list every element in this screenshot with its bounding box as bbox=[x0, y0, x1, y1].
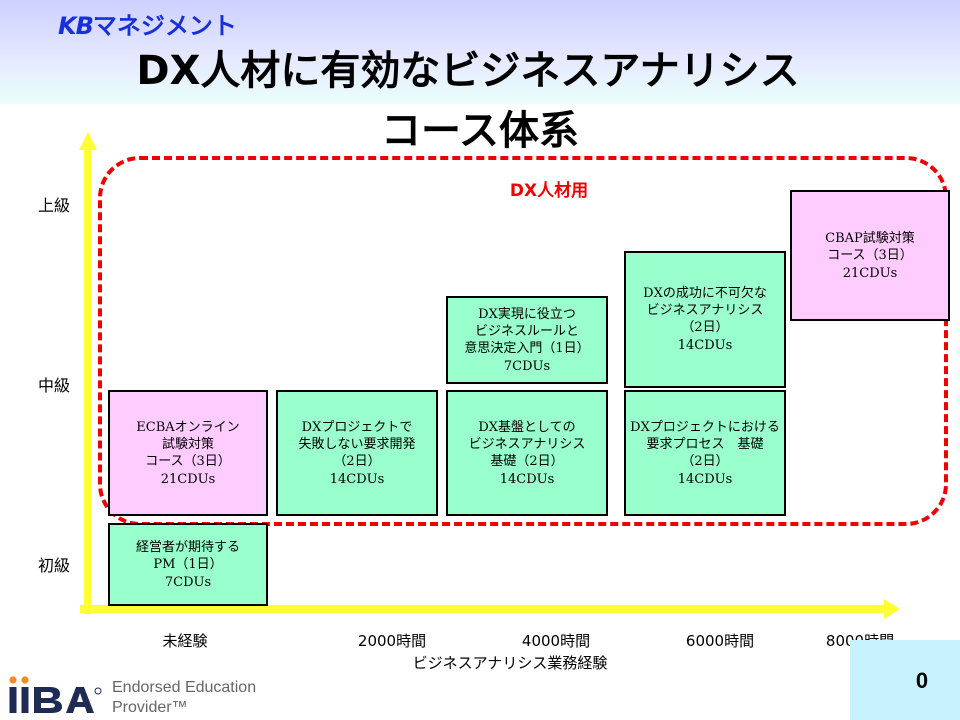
x-tick-label: 6000時間 bbox=[685, 632, 755, 650]
x-tick-label: 2000時間 bbox=[357, 632, 427, 650]
course-cdu: 7CDUs bbox=[164, 574, 212, 590]
course-line: DXプロジェクトで bbox=[301, 419, 413, 435]
course-ecba-exam-prep: ECBAオンライン 試験対策 コース（3日） 21CDUs bbox=[108, 390, 268, 516]
course-executive-pm: 経営者が期待する PM（1日） 7CDUs bbox=[108, 523, 268, 606]
course-dx-requirements-dev: DXプロジェクトで 失敗しない要求開発 （2日） 14CDUs bbox=[276, 390, 438, 516]
course-dx-ba-basics: DX基盤としての ビジネスアナリシス 基礎（2日） 14CDUs bbox=[446, 390, 608, 516]
course-line: （2日） bbox=[681, 320, 729, 335]
brand-logo: KBマネジメント bbox=[58, 6, 237, 40]
course-line: DX基盤としての bbox=[478, 419, 576, 435]
level-label-advanced: 上級 bbox=[38, 196, 71, 215]
course-line: ビジネスアナリシス bbox=[468, 436, 586, 452]
course-line: ビジネスルールと bbox=[474, 323, 579, 339]
brand-name: マネジメント bbox=[92, 12, 237, 40]
endorsed-line2: Provider™ bbox=[112, 699, 188, 716]
course-line: コース（3日） bbox=[145, 453, 231, 469]
course-cdu: 21CDUs bbox=[160, 471, 216, 487]
x-tick-label: 未経験 bbox=[162, 632, 208, 650]
course-line: 試験対策 bbox=[161, 436, 214, 452]
course-cdu: 14CDUs bbox=[499, 471, 555, 487]
page-number-box bbox=[850, 640, 960, 720]
course-line: ECBAオンライン bbox=[136, 419, 240, 435]
level-label-intermediate: 中級 bbox=[38, 376, 71, 395]
y-axis-arrowhead bbox=[79, 132, 97, 150]
x-axis-title: ビジネスアナリシス業務経験 bbox=[412, 654, 608, 672]
iiba-logo bbox=[9, 676, 102, 713]
course-line: コース（3日） bbox=[827, 247, 913, 263]
x-axis-arrowhead bbox=[884, 599, 900, 619]
course-line: ビジネスアナリシス bbox=[646, 303, 764, 318]
course-cdu: 14CDUs bbox=[677, 338, 733, 353]
brand-kb: KB bbox=[58, 12, 94, 40]
course-line: DXの成功に不可欠な bbox=[643, 286, 767, 301]
course-cdu: 7CDUs bbox=[503, 358, 551, 374]
course-dx-essential-ba: DXの成功に不可欠な ビジネスアナリシス （2日） 14CDUs bbox=[624, 251, 786, 388]
course-line: 経営者が期待する bbox=[135, 539, 240, 555]
y-axis-arrow-shaft bbox=[84, 148, 91, 614]
page-number: 0 bbox=[915, 668, 929, 693]
course-line: （2日） bbox=[681, 453, 729, 469]
level-label-beginner: 初級 bbox=[38, 556, 71, 575]
course-dx-business-rules: DX実現に役立つ ビジネスルールと 意思決定入門（1日） 7CDUs bbox=[446, 296, 608, 384]
course-line: 基礎（2日） bbox=[490, 453, 564, 469]
course-cdu: 14CDUs bbox=[329, 471, 385, 487]
course-dx-requirements-process: DXプロジェクトにおける 要求プロセス 基礎 （2日） 14CDUs bbox=[624, 390, 786, 516]
dx-region-label: DX人材用 bbox=[509, 181, 589, 201]
course-cbap-exam-prep: CBAP試験対策 コース（3日） 21CDUs bbox=[790, 190, 950, 321]
x-axis-arrow-shaft bbox=[80, 605, 888, 613]
endorsed-line1: Endorsed Education bbox=[112, 679, 257, 696]
page-title-line1: DX人材に有効なビジネスアナリシス bbox=[136, 48, 800, 94]
course-line: 意思決定入門（1日） bbox=[464, 340, 590, 356]
course-line: （2日） bbox=[333, 453, 381, 469]
dx-region-dashed-border bbox=[98, 156, 948, 526]
x-tick-label: 4000時間 bbox=[521, 632, 591, 650]
page-title-line2: コース体系 bbox=[381, 108, 579, 154]
course-line: 失敗しない要求開発 bbox=[298, 436, 416, 452]
course-line: DX実現に役立つ bbox=[478, 306, 576, 322]
header-band bbox=[0, 0, 960, 104]
course-cdu: 21CDUs bbox=[842, 265, 898, 281]
course-line: PM（1日） bbox=[153, 556, 223, 572]
course-line: 要求プロセス 基礎 bbox=[646, 436, 764, 452]
endorsed-provider-text: Endorsed Education Provider™ bbox=[112, 678, 256, 718]
course-line: CBAP試験対策 bbox=[825, 230, 915, 246]
course-cdu: 14CDUs bbox=[677, 471, 733, 487]
course-line: DXプロジェクトにおける bbox=[630, 419, 780, 435]
